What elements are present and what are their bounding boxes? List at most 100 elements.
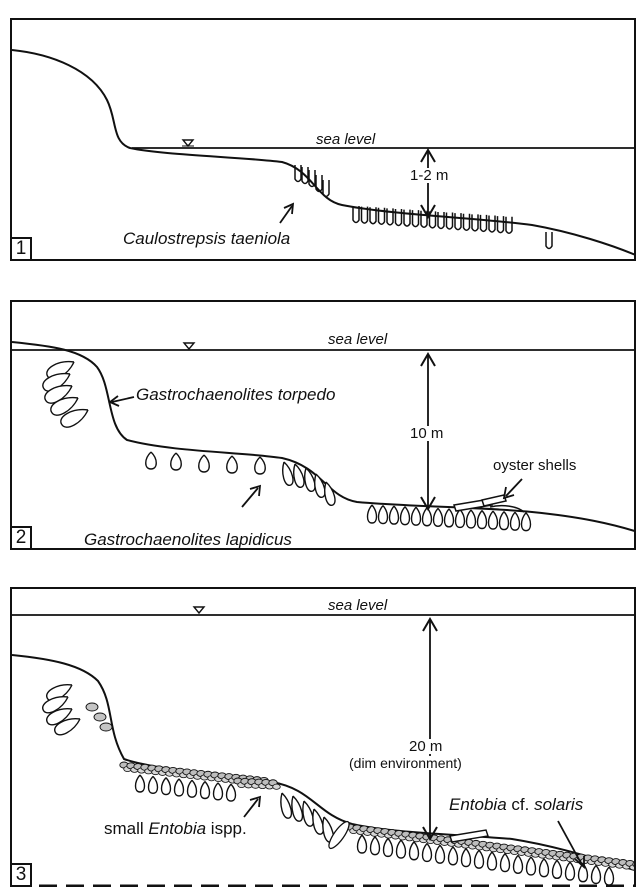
- panel-2: sea level 10 m Gastrochaenolites torpedo…: [10, 300, 636, 550]
- rock-profile: [12, 655, 636, 871]
- species-label: Caulostrepsis taeniola: [123, 230, 290, 247]
- sea-level-marker: [184, 343, 194, 349]
- club-boring: [456, 509, 465, 527]
- lapidicus-label: Gastrochaenolites lapidicus: [84, 531, 292, 548]
- club-boring: [280, 461, 295, 487]
- club-boring: [175, 779, 184, 796]
- u-boring: [447, 213, 453, 230]
- club-boring: [540, 859, 549, 877]
- club-boring: [227, 456, 238, 473]
- u-boring: [546, 232, 552, 249]
- club-boring: [522, 513, 531, 531]
- club-boring: [227, 784, 236, 801]
- panel-3: sea level 20 m (dim environment) small E…: [10, 587, 636, 887]
- club-boring: [201, 782, 210, 799]
- pebble: [94, 713, 106, 721]
- small-entobia-pointer-arrow: [244, 797, 260, 817]
- u-boring: [472, 214, 478, 231]
- panel-number: 2: [10, 526, 32, 550]
- lapidicus-pointer-arrow: [242, 486, 260, 507]
- club-boring: [379, 506, 388, 524]
- club-boring: [149, 776, 158, 793]
- panel-3-drawing: [12, 589, 636, 887]
- club-boring: [553, 860, 562, 878]
- club-boring: [397, 840, 406, 858]
- species-pointer-arrow: [280, 204, 293, 223]
- depth-label: 1-2 m: [410, 168, 448, 183]
- club-boring: [478, 511, 487, 529]
- club-boring: [467, 510, 476, 528]
- club-boring: [434, 508, 443, 526]
- club-boring: [390, 506, 399, 524]
- club-boring: [501, 854, 510, 872]
- club-boring: [371, 837, 380, 855]
- panel-number: 3: [10, 863, 32, 887]
- small-entobia-prefix: small: [104, 819, 148, 838]
- club-boring: [214, 783, 223, 800]
- depth-arrow: [423, 619, 437, 839]
- sea-level-label: sea level: [328, 598, 387, 613]
- solaris-mid: cf.: [507, 795, 534, 814]
- torpedo-pointer-arrow: [110, 396, 134, 406]
- club-boring: [511, 512, 520, 530]
- club-boring: [436, 845, 445, 863]
- club-boring: [171, 453, 182, 470]
- pebble: [100, 723, 112, 731]
- sea-level-label: sea level: [316, 132, 375, 147]
- club-boring: [401, 507, 410, 525]
- pebble: [86, 703, 98, 711]
- club-boring: [566, 862, 575, 880]
- pebble: [273, 784, 281, 789]
- club-boring: [527, 857, 536, 875]
- club-boring: [368, 505, 377, 523]
- depth-note-label: (dim environment): [349, 756, 462, 770]
- solaris-label: Entobia cf. solaris: [449, 796, 583, 813]
- u-boring: [438, 212, 444, 229]
- club-boring: [410, 842, 419, 860]
- u-boring: [506, 217, 512, 234]
- u-boring: [498, 216, 504, 233]
- small-entobia-suffix: ispp.: [206, 819, 247, 838]
- club-boring: [488, 852, 497, 870]
- club-boring: [278, 792, 293, 819]
- sea-level-label: sea level: [328, 332, 387, 347]
- panel-2-drawing: [12, 302, 636, 550]
- club-boring: [514, 855, 523, 873]
- u-boring: [404, 210, 410, 227]
- oyster-pointer-arrow: [504, 479, 522, 498]
- small-entobia-genus: Entobia: [148, 819, 206, 838]
- rock-profile: [12, 50, 636, 256]
- pebble: [633, 861, 636, 867]
- club-boring: [199, 455, 210, 472]
- club-boring: [423, 508, 432, 526]
- small-entobia-label: small Entobia ispp.: [104, 820, 247, 837]
- club-boring: [255, 457, 266, 474]
- club-boring: [162, 778, 171, 795]
- club-boring: [605, 867, 614, 885]
- panel-number: 1: [10, 237, 32, 261]
- u-boring: [464, 214, 470, 231]
- club-boring: [412, 507, 421, 525]
- club-boring: [188, 780, 197, 797]
- club-boring: [449, 847, 458, 865]
- u-boring: [413, 210, 419, 227]
- club-boring: [475, 850, 484, 868]
- club-boring: [592, 865, 601, 883]
- u-boring: [455, 213, 461, 230]
- torpedo-label: Gastrochaenolites torpedo: [136, 386, 335, 403]
- club-boring: [136, 775, 145, 792]
- sea-level-marker: [183, 140, 193, 146]
- club-boring: [489, 511, 498, 529]
- club-boring: [462, 849, 471, 867]
- sea-level-marker: [194, 607, 204, 613]
- panel-1: sea level 1-2 m Caulostrepsis taeniola 1: [10, 18, 636, 261]
- club-boring: [358, 835, 367, 853]
- oyster-shells-label: oyster shells: [493, 458, 576, 473]
- depth-label: 10 m: [410, 426, 443, 441]
- solaris-genus: Entobia: [449, 795, 507, 814]
- club-boring: [384, 838, 393, 856]
- rock-profile: [12, 342, 636, 532]
- u-boring: [489, 216, 495, 233]
- u-boring: [481, 215, 487, 232]
- u-boring: [323, 180, 329, 197]
